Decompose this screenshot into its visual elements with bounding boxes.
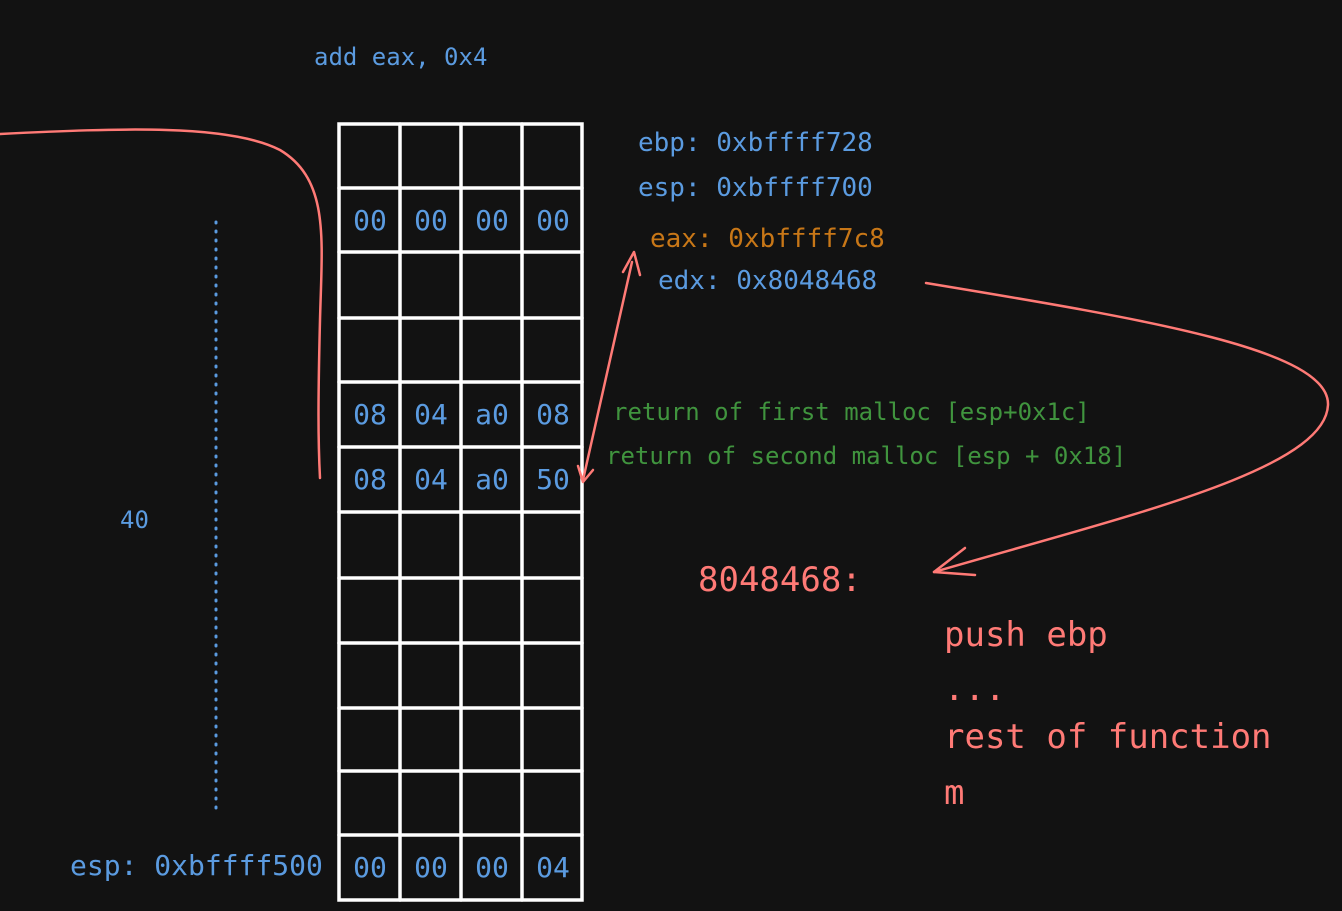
stack-byte-cell: 00 xyxy=(414,203,448,237)
esp-bottom-label: esp: 0xbffff500 xyxy=(70,849,323,882)
stack-byte-cell: 00 xyxy=(475,203,509,237)
first-malloc-note: return of first malloc [esp+0x1c] xyxy=(613,398,1090,426)
stack-byte-cell: 08 xyxy=(353,398,387,431)
second-malloc-note: return of second malloc [esp + 0x18] xyxy=(606,442,1127,470)
function-line-m: m xyxy=(944,773,965,813)
stack-byte-cell: 04 xyxy=(536,851,570,884)
stack-grid xyxy=(337,122,584,902)
eax-register: eax: 0xbffff7c8 xyxy=(650,224,885,254)
frame-size-label: 40 xyxy=(120,506,149,534)
stack-byte-cell: 00 xyxy=(536,203,570,237)
frame-bracket-curve xyxy=(0,128,323,480)
instruction-label: add eax, 0x4 xyxy=(314,43,488,71)
stack-byte-cell: 00 xyxy=(353,203,387,237)
function-line-rest: rest of function xyxy=(944,717,1272,757)
eax-pointer-arrow xyxy=(576,250,642,484)
stack-byte-cell: 08 xyxy=(353,463,387,496)
function-address: 8048468: xyxy=(698,560,862,600)
function-line-push: push ebp xyxy=(944,615,1108,655)
edx-call-arrow xyxy=(924,281,1330,577)
stack-byte-cell: 08 xyxy=(536,398,570,431)
stack-byte-cell: 50 xyxy=(536,463,570,496)
stack-byte-cell: 04 xyxy=(414,398,448,431)
stack-byte-cell: 00 xyxy=(414,851,448,884)
function-line-ellipsis: ... xyxy=(944,669,1006,709)
esp-register: esp: 0xbffff700 xyxy=(638,173,873,203)
stack-byte-cell: a0 xyxy=(475,463,509,496)
stack-byte-cell: 00 xyxy=(475,851,509,884)
stack-byte-cell: a0 xyxy=(475,398,509,431)
stack-byte-cell: 04 xyxy=(414,463,448,496)
stack-byte-cell: 00 xyxy=(353,851,387,884)
edx-register: edx: 0x8048468 xyxy=(658,266,878,296)
ebp-register: ebp: 0xbffff728 xyxy=(638,128,873,158)
